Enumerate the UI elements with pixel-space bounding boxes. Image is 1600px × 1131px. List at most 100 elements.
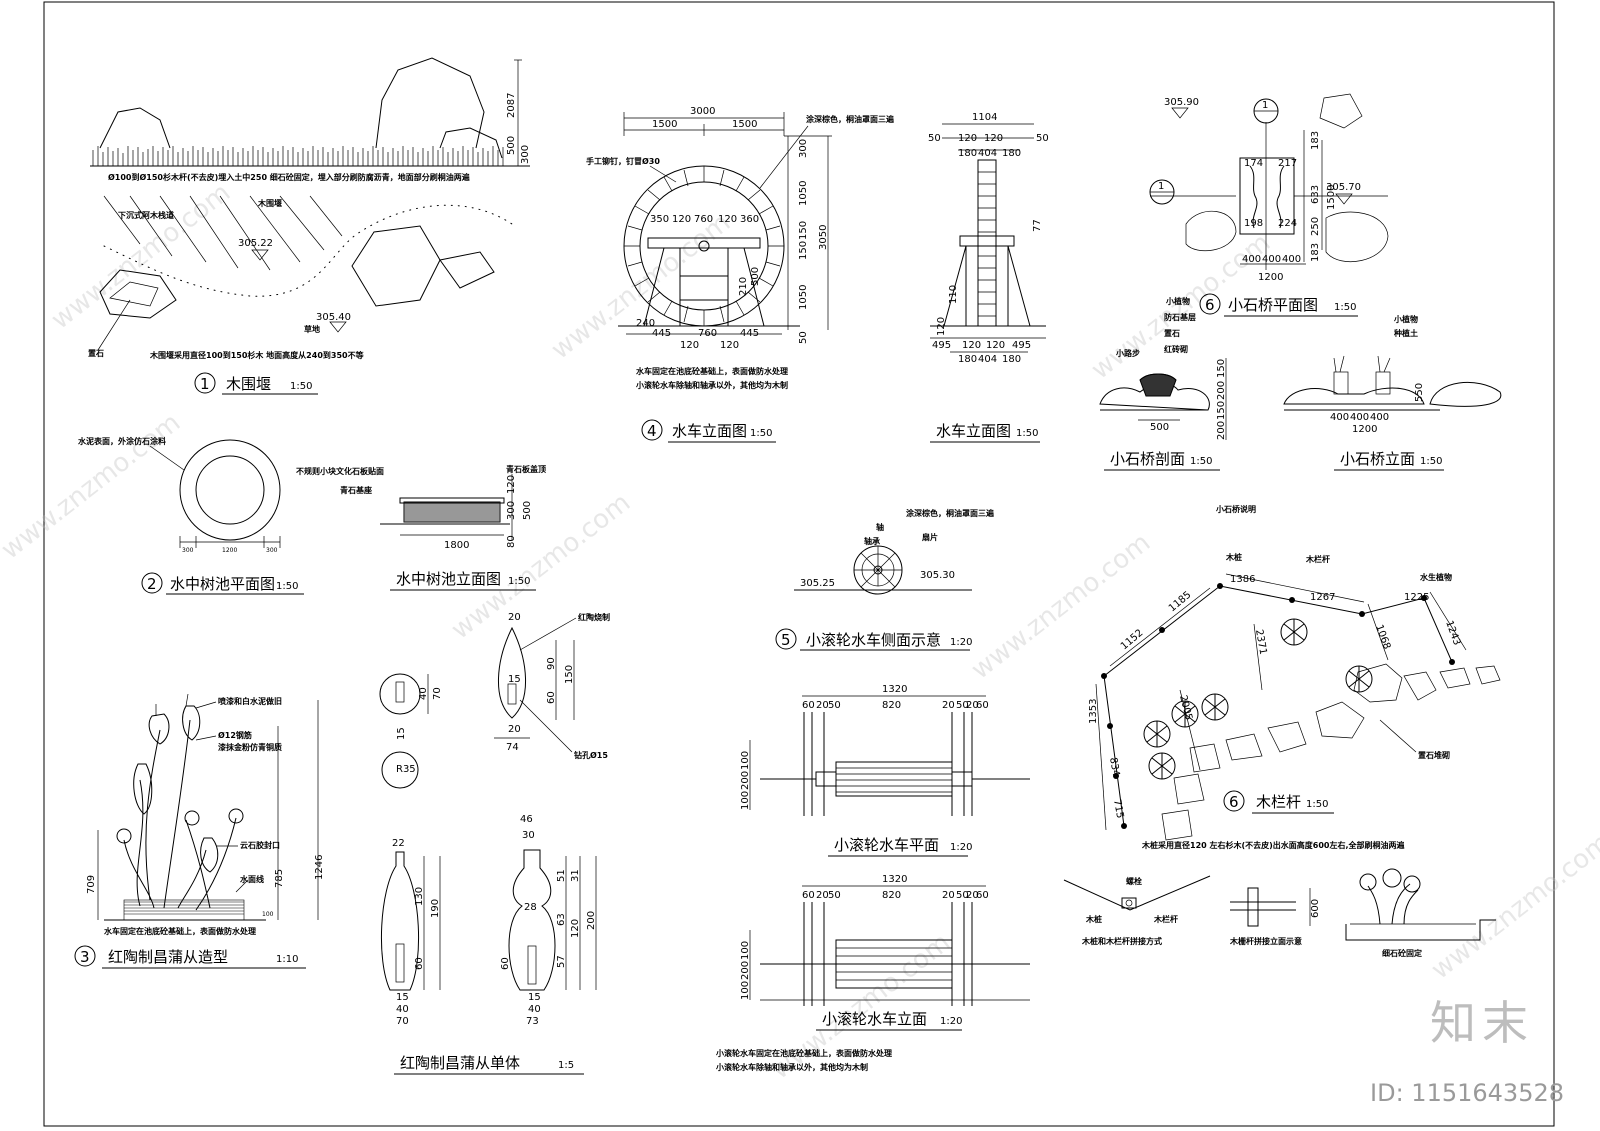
joint-caption-a: 木桩和木栏杆拼接方式 (1081, 936, 1162, 946)
tree-pool-plan-number: 2 (147, 575, 157, 593)
wheel-dim-5: 760 (694, 214, 713, 225)
reed-dim-left: 709 (86, 875, 97, 894)
sw-plan-title: 小滚轮水车平面 (834, 836, 939, 854)
brand-logo: 知末 (1430, 996, 1534, 1050)
railing-dim-4: 1225 (1404, 592, 1429, 603)
sw-plan-dim-6: 50 (956, 700, 969, 711)
bridge-plan-dim-10: 250 (1310, 217, 1321, 236)
sw-elev-dim-3: 50 (828, 890, 841, 901)
reed-unit-dim-d12: 73 (526, 1016, 539, 1027)
bridge-sec-dim-0: 500 (1150, 422, 1169, 433)
reed-label-c: 漆抹金粉仿青铜质 (218, 742, 282, 752)
railing-dim-0: 1386 (1230, 574, 1255, 585)
joint-caption-b: 木栅杆拼接立面示意 (1229, 936, 1302, 946)
railing-dim-10: 834 (1107, 757, 1121, 778)
wheel-side-dim-7: 180 (1002, 148, 1021, 159)
wheel-side-dim-7b: 180 (1002, 354, 1021, 365)
railing-dim-6: 2371 (1253, 629, 1268, 656)
reed-unit-dim-a6: 74 (506, 742, 519, 753)
reed-unit-dim-c0: 22 (392, 838, 405, 849)
sw-plan-dim-10: 200 (740, 771, 751, 790)
tree-pool-elev-title: 水中树池立面图 (396, 570, 501, 588)
bridge-sec-dim-1: 150 (1216, 359, 1227, 378)
image-id-label: ID: 1151643528 (1370, 1079, 1564, 1107)
bridge-sec-scale: 1:50 (1190, 456, 1212, 467)
wheel-dim-6: 120 (718, 214, 737, 225)
wheel-dim-1: 1500 (652, 119, 677, 130)
reed-label-b: Ø12钢筋 (218, 730, 252, 740)
sw-elev-dim-8: 60 (976, 890, 989, 901)
reed-unit-label-a: 红陶烧制 (578, 612, 610, 622)
wheel-label-rivet: 手工铆钉，钉冒Ø30 (586, 156, 660, 166)
sw-elev-dim-9: 100 (740, 981, 751, 1000)
wheel-side-title: 水车立面图 (936, 422, 1011, 440)
wheel-side-dim-10: 120 (986, 340, 1005, 351)
railing-dim-7: 1068 (1373, 623, 1392, 651)
stone-bridge-plan-drawing: 305.90 305.70 1 1 174 217 198 224 400 40… (1149, 93, 1389, 317)
tree-pool-plan-title: 水中树池平面图 (170, 575, 275, 593)
bridge-plan-scale: 1:50 (1334, 302, 1356, 313)
sw-plan-dim-1: 60 (802, 700, 815, 711)
wheel-dim-12: 120 (720, 340, 739, 351)
tree-pool-elev-label-a: 不规则小块文化石板贴面 (296, 466, 384, 476)
sw-elev-note-2: 小滚轮水车除轴和轴承以外，其他均为木制 (715, 1062, 868, 1072)
bridge-sec-title: 小石桥剖面 (1110, 450, 1185, 468)
fence-label-grass: 草地 (304, 324, 320, 334)
sw-plan-dim-11: 100 (740, 751, 751, 770)
wheel-dim-8: 240 (636, 318, 655, 329)
small-wheel-label-3: 扇片 (922, 532, 938, 542)
sw-elev-dim-11: 100 (740, 941, 751, 960)
reed-group-title: 红陶制昌蒲从造型 (108, 948, 228, 966)
railing-dim-1: 1267 (1310, 592, 1335, 603)
wheel-side-dim-5: 180 (958, 148, 977, 159)
reed-label-e: 水面线 (239, 874, 264, 884)
reed-label-a: 喷漆和白水泥做旧 (218, 696, 282, 706)
wheel-front-scale: 1:50 (750, 428, 772, 439)
tree-pool-elev-label-c: 青石基座 (340, 485, 372, 495)
bridge-plan-title: 小石桥平面图 (1228, 296, 1318, 314)
reed-note: 水车固定在池底砼基础上，表面做防水处理 (103, 926, 256, 936)
railing-scale: 1:50 (1306, 799, 1328, 810)
bridge-sec-label-4: 小路步 (1115, 348, 1140, 358)
reed-unit-dim-b0: 40 (418, 687, 429, 700)
stone-bridge-elev-drawing: 小植物 种植土 400 400 400 1200 550 小石桥立面 1:50 … (1215, 314, 1502, 514)
sw-plan-dim-0: 1320 (882, 684, 907, 695)
wheel-side-dim-0: 1104 (972, 112, 997, 123)
small-wheel-side-number: 5 (781, 631, 791, 649)
watermark-text: www.znzmo.com (546, 208, 736, 366)
railing-dim-9: 2005 (1177, 694, 1194, 721)
bridge-sec-label-0: 小植物 (1165, 296, 1190, 306)
fence-label-fence: 木围堰 (257, 198, 282, 208)
bridge-sec-label-3: 红砖砌 (1164, 344, 1188, 354)
reed-dim-base: 100 (262, 911, 274, 918)
small-wheel-label-1: 轴 (876, 522, 884, 532)
wheel-dim-2: 1500 (732, 119, 757, 130)
wheel-side-dim-3: 120 (984, 133, 1003, 144)
fence-dim-depth: 500 (506, 136, 517, 155)
reed-unit-dim-a1: 15 (508, 674, 521, 685)
sw-elev-dim-0: 1320 (882, 874, 907, 885)
tree-pool-elev-dim-d: 80 (506, 535, 517, 548)
fence-label-elev-b: 305.40 (316, 312, 351, 323)
small-wheel-side-scale: 1:20 (950, 637, 972, 648)
bridge-elev-dim-3: 1200 (1352, 424, 1377, 435)
wheel-side-dim-6: 404 (978, 148, 997, 159)
reed-label-d: 云石胶封口 (240, 840, 280, 850)
bridge-plan-elev-a: 305.90 (1164, 97, 1199, 108)
bridge-note: 小石桥说明 (1215, 504, 1256, 514)
waterwheel-front-drawing: 3000 1500 1500 300 1050 150 150 1050 305… (586, 106, 895, 443)
bridge-elev-scale: 1:50 (1420, 456, 1442, 467)
railing-dim-8: 1353 (1088, 699, 1099, 724)
wheel-dim-22: 50 (798, 331, 809, 344)
railing-label-plants: 水生植物 (1419, 572, 1452, 582)
wheel-dim-14: 300 (798, 139, 809, 158)
reed-unit-dim-b1: 70 (432, 687, 443, 700)
reed-group-drawing: 1246 785 709 100 喷漆和白水泥做旧 Ø12钢筋 漆抹金粉仿青铜质… (74, 693, 325, 969)
reed-unit-label-b: 钻孔Ø15 (574, 750, 608, 760)
joint-caption-c: 细石砼固定 (1382, 948, 1422, 958)
railing-joint-details: 螺栓 木桩 木栏杆 木桩和木栏杆拼接方式 600 木栅杆拼接立面示意 细石砼固定 (1063, 868, 1496, 958)
reed-unit-dim-d3: 51 (556, 869, 567, 882)
reed-unit-dim-d4: 63 (556, 913, 567, 926)
tree-pool-plan-drawing: 水泥表面，外涂仿石涂料 300 1200 300 2 水中树池平面图 1:50 (77, 436, 304, 595)
